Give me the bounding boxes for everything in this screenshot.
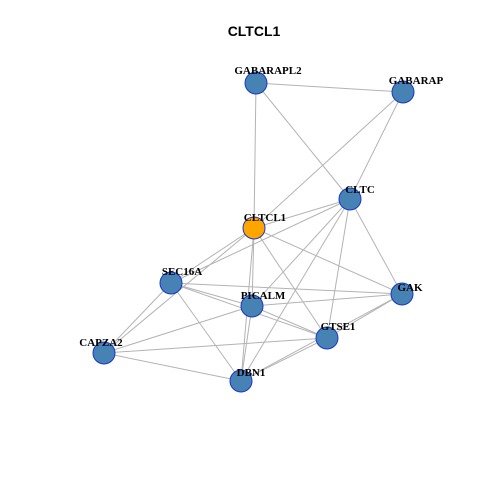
node-label-gabarap: GABARAP bbox=[389, 75, 444, 87]
edge-cltc-gak bbox=[349, 198, 403, 295]
node-label-gak: GAK bbox=[397, 282, 423, 294]
node-circle-gtse1[interactable] bbox=[315, 326, 339, 350]
node-picalm[interactable]: PICALM bbox=[240, 290, 286, 318]
edge-layer bbox=[103, 82, 404, 382]
node-gabarapl2[interactable]: GABARAPL2 bbox=[234, 65, 302, 95]
node-capza2[interactable]: CAPZA2 bbox=[79, 337, 123, 365]
edge-sec16a-picalm bbox=[170, 282, 253, 307]
edge-cltcl1-gtse1 bbox=[253, 227, 328, 339]
edge-gak-gtse1 bbox=[326, 293, 403, 339]
edge-picalm-gtse1 bbox=[251, 305, 328, 339]
node-label-capza2: CAPZA2 bbox=[79, 337, 123, 349]
graph-title: CLTCL1 bbox=[228, 23, 281, 39]
node-circle-gabarap[interactable] bbox=[391, 80, 415, 104]
edge-picalm-gak bbox=[251, 293, 403, 307]
edge-cltc-sec16a bbox=[170, 198, 351, 284]
edge-cltc-gtse1 bbox=[326, 198, 351, 339]
edge-cltcl1-sec16a bbox=[170, 227, 255, 284]
node-label-cltc: CLTC bbox=[345, 184, 375, 196]
node-gak[interactable]: GAK bbox=[390, 282, 423, 306]
edge-cltcl1-picalm bbox=[251, 227, 255, 307]
node-circle-gabarapl2[interactable] bbox=[244, 71, 268, 95]
node-cltc[interactable]: CLTC bbox=[338, 184, 375, 211]
node-label-cltcl1: CLTCL1 bbox=[244, 212, 286, 224]
edge-gtse1-capza2 bbox=[103, 337, 328, 354]
node-gabarap[interactable]: GABARAP bbox=[389, 75, 444, 104]
node-label-gabarapl2: GABARAPL2 bbox=[234, 65, 302, 77]
node-label-picalm: PICALM bbox=[241, 290, 286, 302]
node-circle-dbn1[interactable] bbox=[229, 369, 253, 393]
node-circle-cltc[interactable] bbox=[338, 187, 362, 211]
edge-gabarapl2-cltcl1 bbox=[253, 82, 257, 229]
node-circle-sec16a[interactable] bbox=[159, 271, 183, 295]
node-label-gtse1: GTSE1 bbox=[321, 321, 356, 333]
node-circle-capza2[interactable] bbox=[92, 341, 116, 365]
edge-gabarap-cltc bbox=[349, 91, 404, 200]
node-gtse1[interactable]: GTSE1 bbox=[315, 321, 356, 350]
edge-sec16a-gak bbox=[170, 282, 403, 295]
node-sec16a[interactable]: SEC16A bbox=[159, 266, 202, 295]
node-dbn1[interactable]: DBN1 bbox=[229, 367, 266, 393]
node-circle-cltcl1[interactable] bbox=[242, 216, 266, 240]
node-circle-gak[interactable] bbox=[390, 282, 414, 306]
edge-gabarapl2-cltc bbox=[255, 82, 351, 200]
edge-cltc-picalm bbox=[251, 198, 351, 307]
edge-cltcl1-gak bbox=[253, 227, 403, 295]
node-label-sec16a: SEC16A bbox=[162, 266, 202, 278]
edge-sec16a-dbn1 bbox=[170, 282, 242, 382]
node-circle-picalm[interactable] bbox=[240, 294, 264, 318]
edge-sec16a-capza2 bbox=[103, 282, 172, 354]
edge-gabarapl2-gabarap bbox=[255, 82, 404, 93]
edge-gtse1-dbn1 bbox=[240, 337, 328, 382]
edge-cltc-cltcl1 bbox=[253, 198, 351, 229]
edge-gabarap-cltcl1 bbox=[253, 91, 404, 229]
edge-capza2-dbn1 bbox=[103, 352, 242, 382]
edge-picalm-capza2 bbox=[103, 305, 253, 354]
node-cltcl1[interactable]: CLTCL1 bbox=[242, 212, 286, 240]
node-label-dbn1: DBN1 bbox=[237, 367, 266, 379]
